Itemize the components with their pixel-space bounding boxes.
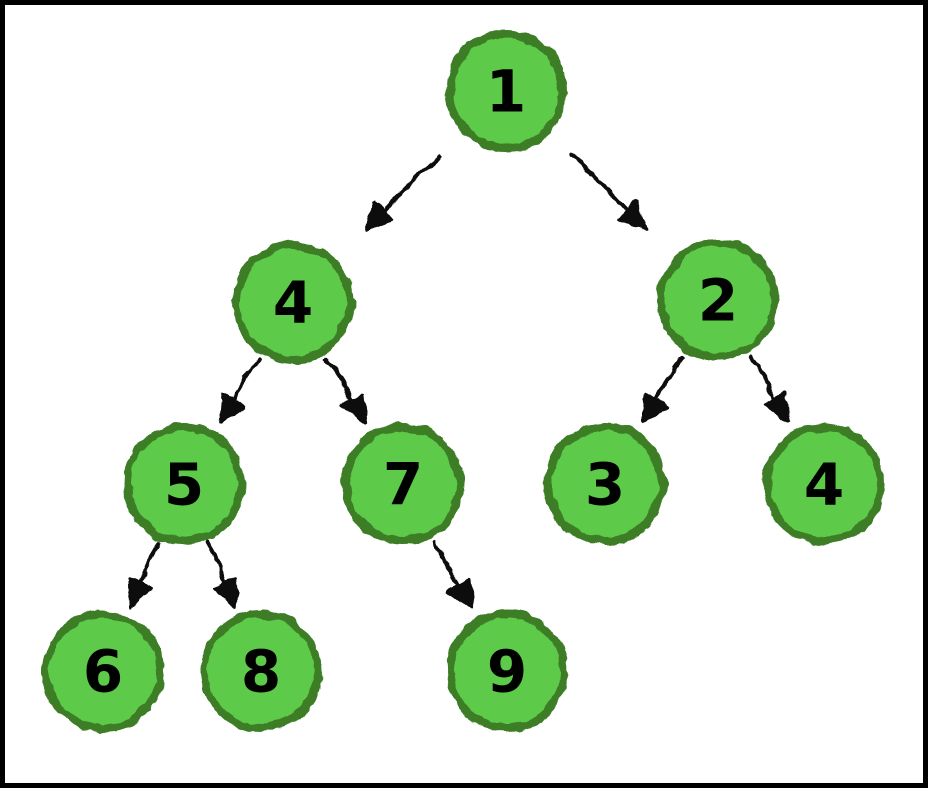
node-circle (544, 423, 666, 545)
tree-node-n9: 9 (446, 610, 568, 732)
node-circle (42, 610, 164, 732)
node-circle (232, 241, 354, 363)
node-label: 3 (585, 451, 625, 519)
tree-node-n6: 6 (42, 610, 164, 732)
edge-line (377, 154, 442, 219)
node-label: 6 (83, 638, 123, 706)
tree-node-n3: 3 (544, 423, 666, 545)
edge-line (433, 540, 464, 592)
tree-edge-n5-n6 (128, 540, 161, 609)
tree-edge-n1-n2 (569, 153, 648, 231)
tree-node-n4R: 4 (763, 423, 885, 545)
arrowhead-icon (763, 391, 790, 423)
arrowhead-icon (128, 577, 154, 609)
edge-line (325, 356, 358, 407)
edge-line (136, 540, 161, 592)
node-circle (342, 423, 464, 545)
node-circle (123, 423, 245, 545)
arrowhead-icon (212, 577, 238, 609)
tree-edge-n4L-n7 (325, 356, 368, 424)
tree-canvas: 1 4 2 5 7 3 4 6 8 9 (42, 30, 885, 732)
edge-line (205, 540, 230, 591)
tree-node-n5: 5 (123, 423, 245, 545)
tree-edges (128, 153, 790, 609)
node-circle (445, 30, 567, 152)
tree-edge-n7-n9 (433, 540, 474, 609)
edge-line (569, 153, 634, 217)
tree-node-n2: 2 (657, 239, 779, 361)
tree-edge-n5-n8 (205, 540, 238, 609)
node-label: 7 (383, 451, 423, 519)
node-label: 8 (241, 638, 281, 706)
node-circle (763, 423, 885, 545)
tree-node-n4L: 4 (232, 241, 354, 363)
arrowhead-icon (447, 577, 474, 609)
edge-line (651, 355, 685, 407)
arrowhead-icon (340, 392, 368, 424)
node-label: 2 (698, 267, 738, 335)
tree-nodes: 1 4 2 5 7 3 4 6 8 9 (42, 30, 885, 732)
tree-edge-n2-n4R (748, 355, 790, 423)
node-label: 5 (164, 451, 204, 519)
edge-line (748, 355, 780, 407)
node-circle (200, 610, 322, 732)
node-circle (446, 610, 568, 732)
node-label: 4 (804, 451, 844, 519)
tree-edge-n2-n3 (641, 355, 685, 423)
node-label: 1 (486, 58, 526, 126)
arrowhead-icon (617, 200, 648, 231)
tree-node-n8: 8 (200, 610, 322, 732)
arrowhead-icon (641, 391, 669, 423)
tree-node-n1: 1 (445, 30, 567, 152)
tree-edge-n1-n4L (363, 154, 442, 232)
arrowhead-icon (219, 392, 247, 424)
node-label: 4 (273, 269, 313, 337)
edge-line (229, 356, 262, 407)
arrowhead-icon (363, 201, 394, 232)
node-label: 9 (487, 638, 527, 706)
tree-node-n7: 7 (342, 423, 464, 545)
tree-edge-n4L-n5 (219, 356, 262, 424)
node-circle (657, 239, 779, 361)
